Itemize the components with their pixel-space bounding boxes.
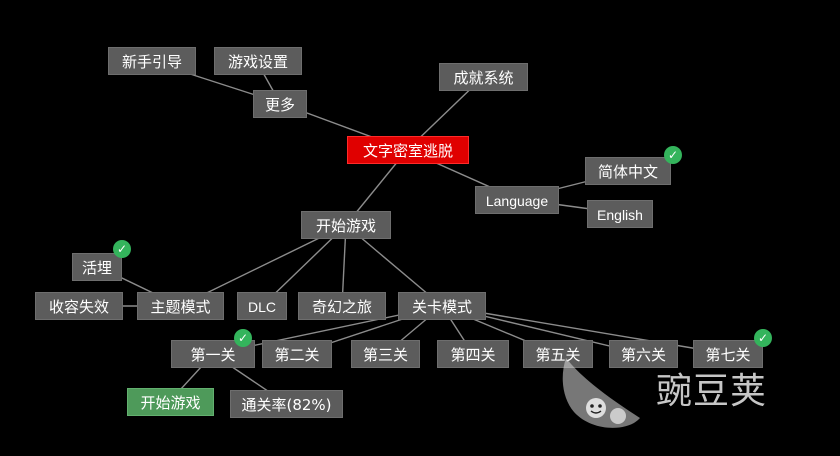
root-node-title[interactable]: 文字密室逃脱 <box>347 136 469 164</box>
node-level-mode[interactable]: 关卡模式 <box>398 292 486 320</box>
check-circle-icon: ✓ <box>754 329 772 347</box>
node-level-1-start-game[interactable]: 开始游戏 <box>127 388 214 416</box>
node-level-4[interactable]: 第四关 <box>437 340 509 368</box>
node-level-2[interactable]: 第二关 <box>262 340 332 368</box>
node-buried[interactable]: 活埋 <box>72 253 122 281</box>
node-dlc[interactable]: DLC <box>237 292 287 320</box>
check-circle-icon: ✓ <box>113 240 131 258</box>
pea-pod-logo <box>562 358 640 428</box>
node-containment-breach[interactable]: 收容失效 <box>35 292 123 320</box>
node-level-3[interactable]: 第三关 <box>351 340 420 368</box>
node-achievements[interactable]: 成就系统 <box>439 63 528 91</box>
node-more[interactable]: 更多 <box>253 90 307 118</box>
node-start-game[interactable]: 开始游戏 <box>301 211 391 239</box>
node-level-5[interactable]: 第五关 <box>523 340 593 368</box>
node-theme-mode[interactable]: 主题模式 <box>137 292 224 320</box>
node-level-1-clear-rate[interactable]: 通关率(82%) <box>230 390 343 418</box>
node-lang-english[interactable]: English <box>587 200 653 228</box>
node-fantasy-journey[interactable]: 奇幻之旅 <box>298 292 386 320</box>
watermark-text: 豌豆荚 <box>656 371 768 412</box>
check-circle-icon: ✓ <box>234 329 252 347</box>
node-lang-simplified-chinese[interactable]: 简体中文 <box>585 157 671 185</box>
node-game-settings[interactable]: 游戏设置 <box>214 47 302 75</box>
check-circle-icon: ✓ <box>664 146 682 164</box>
node-language[interactable]: Language <box>475 186 559 214</box>
node-level-6[interactable]: 第六关 <box>609 340 678 368</box>
node-tutorial[interactable]: 新手引导 <box>108 47 196 75</box>
node-level-7[interactable]: 第七关 <box>693 340 763 368</box>
